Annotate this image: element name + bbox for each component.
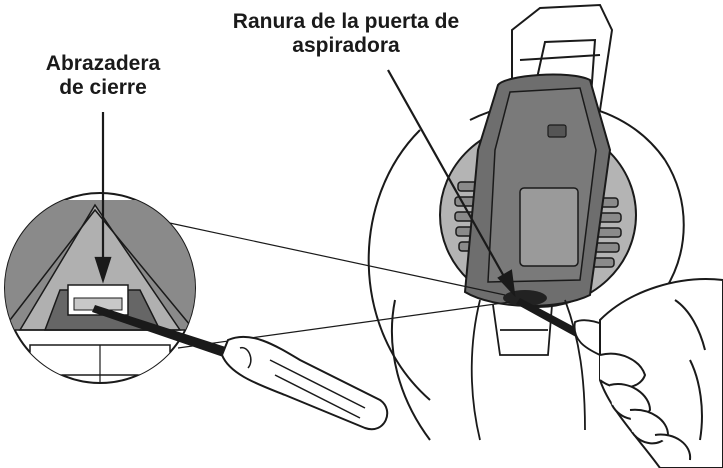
screwdriver-large (92, 305, 389, 431)
label-clamp-line-2: de cierre (59, 76, 147, 99)
slot-arrow-head (497, 269, 516, 298)
zoom-detail (4, 192, 196, 384)
pointer-arrows (94, 69, 516, 298)
label-slot: Ranura de la puerta de aspiradora (196, 10, 496, 58)
label-slot-line-2: aspiradora (292, 34, 400, 57)
hand (599, 278, 723, 468)
clamp-arrow-head (94, 256, 112, 284)
label-clamp-line-1: Abrazadera (45, 52, 161, 75)
label-clamp: Abrazadera de cierre (18, 52, 188, 100)
latch-frame (470, 299, 586, 441)
label-slot-line-1: Ranura de la puerta de (232, 10, 460, 33)
vacuum-door (463, 73, 612, 307)
